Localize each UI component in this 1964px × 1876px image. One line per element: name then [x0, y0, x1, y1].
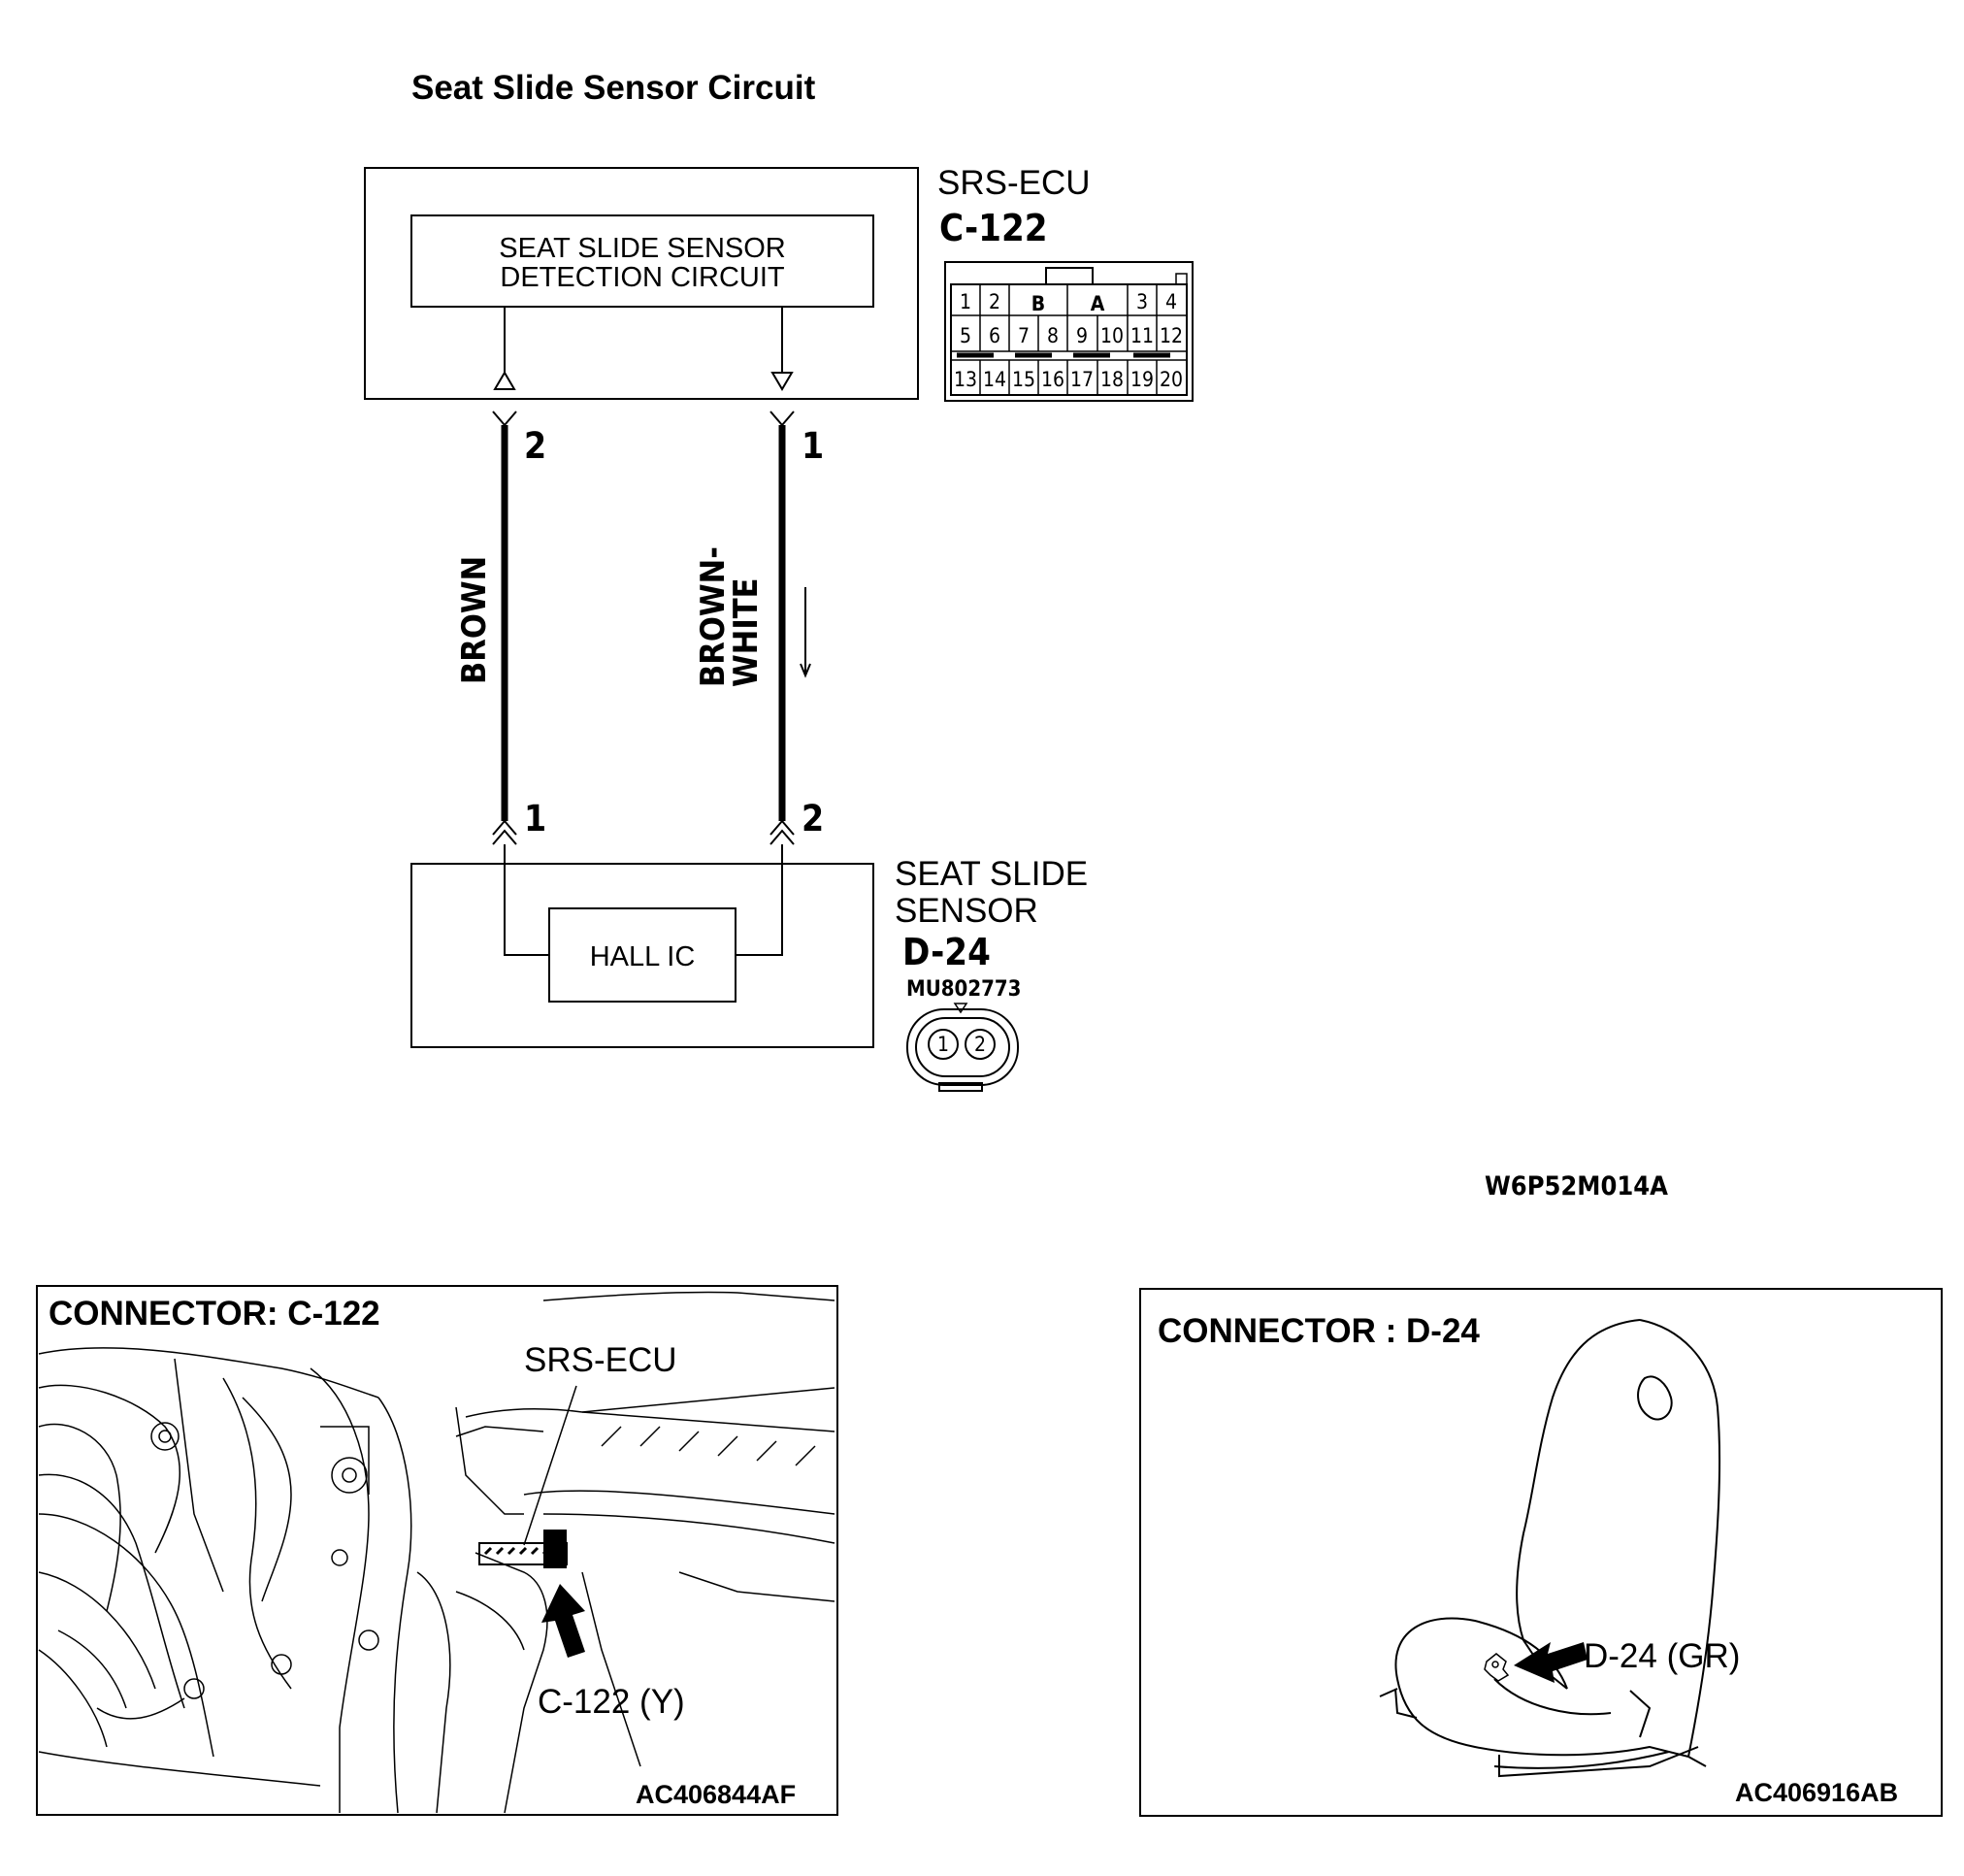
ecu-pin-label: 3	[1136, 290, 1148, 313]
diagram-title: Seat Slide Sensor Circuit	[411, 69, 816, 107]
ecu-pin-label: 13	[954, 368, 977, 391]
srs-ecu-box	[364, 167, 919, 400]
ecu-pin-label: 15	[1012, 368, 1035, 391]
dashboard-structure-illustration	[38, 1291, 835, 1814]
wire-color-label: BROWN	[455, 556, 494, 684]
wire-pin-ecu-side: 1	[802, 425, 824, 467]
wire-pin-sensor-side: 1	[524, 798, 546, 839]
location-arrow-icon	[541, 1584, 585, 1658]
connector-c122-panel: CONNECTOR: C-122 SRS-ECU C-122 (Y) AC406…	[36, 1285, 838, 1816]
connector-lock-tab	[1045, 267, 1094, 285]
ecu-pin-label: 19	[1130, 368, 1154, 391]
sensor-pin-label: 1	[937, 1033, 949, 1056]
wire-color-label: BROWN-WHITE	[694, 546, 766, 687]
sensor-connector-face: 1 2	[906, 1003, 1019, 1092]
hall-ic-label: HALL IC	[590, 941, 696, 972]
sensor-pin-1-circle	[928, 1029, 959, 1060]
ecu-name-label: SRS-ECU	[937, 164, 1091, 202]
ecu-pin-label: 12	[1160, 324, 1183, 347]
sensor-name-line2: SENSOR	[895, 892, 1038, 930]
ecu-pin-label: 7	[1018, 324, 1030, 347]
detection-circuit-label-line2: DETECTION CIRCUIT	[500, 262, 785, 293]
ecu-pin-label: A	[1091, 292, 1105, 315]
ecu-pin-label: 11	[1130, 324, 1154, 347]
ecu-pin-label: B	[1031, 292, 1045, 315]
wire-color-label-line: WHITE	[727, 578, 766, 688]
seat-illustration	[1379, 1319, 1721, 1778]
ecu-pin-label: 20	[1160, 368, 1183, 391]
diagram-code: W6P52M014A	[1485, 1171, 1668, 1201]
ecu-connector-id: C-122	[939, 207, 1048, 249]
detection-circuit-label-line1: SEAT SLIDE SENSOR	[499, 233, 785, 264]
sensor-box	[410, 863, 874, 1048]
sensor-name-line1: SEAT SLIDE	[895, 855, 1088, 893]
sensor-pin-label: 2	[974, 1033, 986, 1056]
ecu-pin-label: 17	[1070, 368, 1094, 391]
d24-connector-illustration	[1484, 1653, 1510, 1682]
sensor-part-number: MU802773	[906, 977, 1021, 1002]
detection-circuit-box	[410, 214, 874, 308]
sensor-connector-id: D-24	[902, 931, 991, 973]
wire-brown	[492, 411, 517, 845]
ecu-connector-face: 1 2 B A 3 4 5 6 7 8 9 10 11 12 13 14 15 …	[944, 261, 1194, 402]
ecu-pin-label: 9	[1076, 324, 1088, 347]
srs-ecu-callout-line	[523, 1385, 577, 1546]
ecu-pin-label: 18	[1100, 368, 1124, 391]
ecu-pin-label: 8	[1047, 324, 1059, 347]
illustration-code: AC406916AB	[1735, 1778, 1898, 1807]
ecu-pin-label: 2	[989, 290, 1000, 313]
output-triangle-icon	[770, 372, 794, 391]
wire-color-label-line: BROWN	[455, 556, 494, 684]
c122-connector-illustration	[478, 1530, 568, 1568]
ecu-pin-label: 16	[1041, 368, 1064, 391]
input-triangle-icon	[493, 371, 516, 390]
connector-location-label: D-24 (GR)	[1584, 1637, 1740, 1675]
sensor-pin-2-circle	[965, 1029, 996, 1060]
seat-slide-sensor-block: HALL IC	[410, 844, 874, 1048]
ecu-pin-label: 14	[983, 368, 1006, 391]
connector-d24-panel: CONNECTOR : D-24 D-24 (GR) AC406916AB	[1139, 1288, 1943, 1817]
srs-ecu-callout: SRS-ECU	[524, 1341, 677, 1379]
current-direction-arrow-icon	[800, 587, 811, 678]
panel-heading: CONNECTOR: C-122	[49, 1295, 380, 1333]
ecu-pin-label: 6	[989, 324, 1000, 347]
wire-color-label-line: BROWN-	[694, 546, 733, 687]
ecu-pin-label: 5	[960, 324, 971, 347]
wire-brown-white	[769, 411, 795, 845]
srs-ecu-block: SEAT SLIDE SENSOR DETECTION CIRCUIT	[364, 167, 919, 400]
location-arrow-icon	[1514, 1642, 1588, 1683]
wire-pin-sensor-side: 2	[802, 798, 824, 839]
illustration-code: AC406844AF	[636, 1780, 796, 1809]
panel-heading: CONNECTOR : D-24	[1158, 1312, 1480, 1350]
ecu-pin-label: 1	[960, 290, 971, 313]
connector-location-label: C-122 (Y)	[538, 1683, 685, 1721]
wire-pin-ecu-side: 2	[524, 425, 546, 467]
ecu-pin-label: 4	[1165, 290, 1177, 313]
ecu-pin-label: 10	[1100, 324, 1124, 347]
